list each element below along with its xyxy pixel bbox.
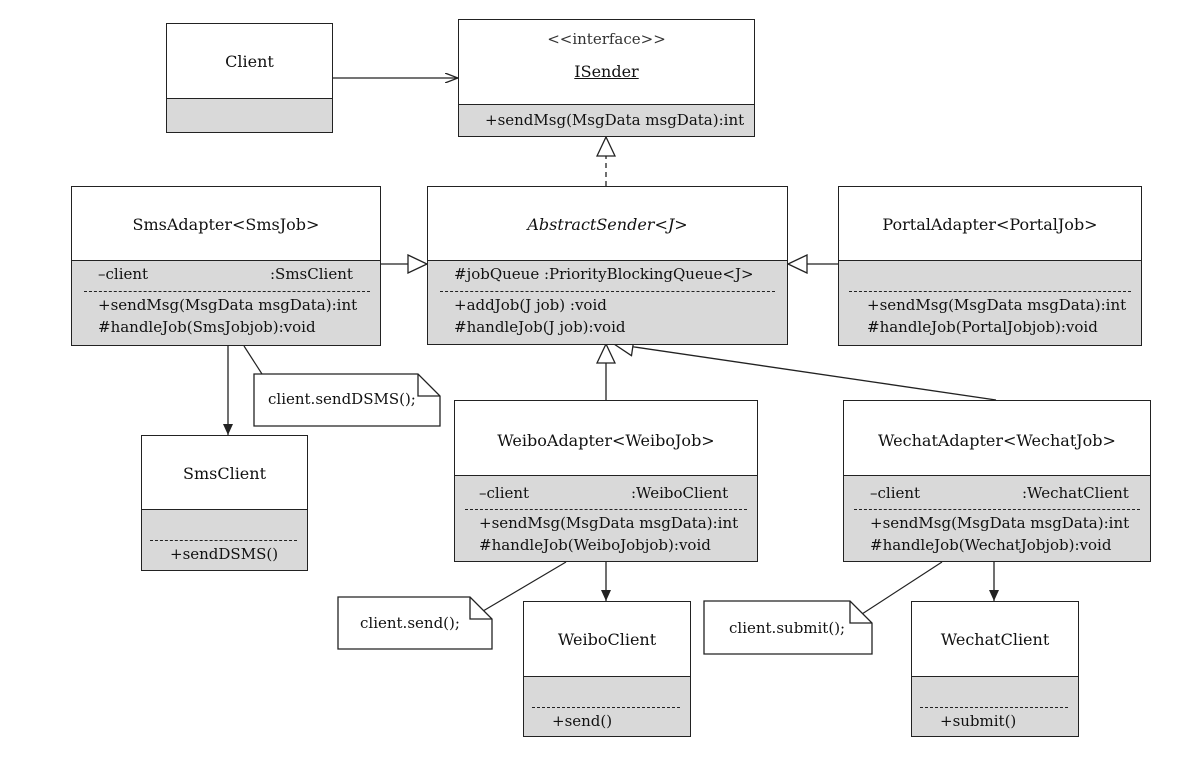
class-isender: <<interface>> ISender +sendMsg(MsgData m… bbox=[458, 19, 755, 137]
method: +sendDSMS() bbox=[170, 545, 279, 563]
method: #handleJob(SmsJobjob):void bbox=[98, 318, 316, 336]
field-type: :SmsClient bbox=[270, 265, 353, 283]
class-body-section bbox=[167, 98, 332, 132]
member-separator bbox=[465, 509, 747, 510]
field-type: :WeiboClient bbox=[631, 484, 729, 502]
member-section: #jobQueue :PriorityBlockingQueue<J> +add… bbox=[428, 260, 787, 344]
class-weibo-client: WeiboClient +send() bbox=[523, 601, 691, 737]
member-separator bbox=[440, 291, 775, 292]
field: #jobQueue :PriorityBlockingQueue<J> bbox=[454, 265, 754, 283]
class-name: AbstractSender<J> bbox=[527, 215, 688, 234]
weibo-note-anchor bbox=[477, 561, 567, 615]
weibo-note-shape bbox=[337, 596, 493, 650]
class-wechat-adapter: WechatAdapter<WechatJob> –client :Wechat… bbox=[843, 400, 1151, 562]
interface-stereotype: <<interface>> bbox=[547, 30, 666, 48]
sms-note-text: client.sendDSMS(); bbox=[268, 390, 416, 408]
method: +submit() bbox=[940, 712, 1017, 730]
member-separator bbox=[532, 707, 680, 708]
class-name: WechatAdapter<WechatJob> bbox=[878, 431, 1116, 450]
method: +sendMsg(MsgData msgData):int bbox=[479, 514, 739, 532]
method: +sendMsg(MsgData msgData):int bbox=[485, 111, 745, 129]
class-name: WeiboClient bbox=[557, 630, 657, 649]
field-type: :WechatClient bbox=[1022, 484, 1129, 502]
class-portal-adapter: PortalAdapter<PortalJob> +sendMsg(MsgDat… bbox=[838, 186, 1142, 346]
member-section: –client :WechatClient +sendMsg(MsgData m… bbox=[844, 475, 1150, 561]
wechat-note-anchor bbox=[861, 561, 943, 615]
wechatadapter-extends-abstractsender bbox=[614, 344, 997, 401]
class-name: Client bbox=[225, 52, 274, 71]
class-weibo-adapter: WeiboAdapter<WeiboJob> –client :WeiboCli… bbox=[454, 400, 758, 562]
sms-note-anchor bbox=[243, 345, 263, 375]
method: +sendMsg(MsgData msgData):int bbox=[98, 296, 358, 314]
class-sms-client: SmsClient +sendDSMS() bbox=[141, 435, 308, 571]
member-separator bbox=[920, 707, 1068, 708]
member-section: –client :WeiboClient +sendMsg(MsgData ms… bbox=[455, 475, 757, 561]
class-wechat-client: WechatClient +submit() bbox=[911, 601, 1079, 737]
field-name: –client bbox=[479, 484, 530, 502]
method: #handleJob(WechatJobjob):void bbox=[870, 536, 1112, 554]
class-client: Client bbox=[166, 23, 333, 133]
field-name: –client bbox=[98, 265, 149, 283]
method-section: +sendMsg(MsgData msgData):int bbox=[459, 104, 754, 136]
member-section: +submit() bbox=[912, 676, 1078, 736]
weibo-note-text: client.send(); bbox=[360, 614, 460, 632]
member-separator bbox=[854, 509, 1140, 510]
member-separator bbox=[849, 291, 1131, 292]
wechat-note-text: client.submit(); bbox=[729, 619, 846, 637]
class-name: WechatClient bbox=[940, 630, 1050, 649]
field-name: –client bbox=[870, 484, 921, 502]
class-name: ISender bbox=[574, 62, 639, 81]
class-sms-adapter: SmsAdapter<SmsJob> –client :SmsClient +s… bbox=[71, 186, 381, 346]
member-section: +send() bbox=[524, 676, 690, 736]
class-name: SmsAdapter<SmsJob> bbox=[132, 215, 320, 234]
class-abstract-sender: AbstractSender<J> #jobQueue :PriorityBlo… bbox=[427, 186, 788, 345]
method: +send() bbox=[552, 712, 613, 730]
class-name: SmsClient bbox=[182, 464, 267, 483]
member-separator bbox=[84, 291, 370, 292]
sms-note-shape bbox=[253, 373, 441, 427]
class-name: WeiboAdapter<WeiboJob> bbox=[497, 431, 715, 450]
method: +sendMsg(MsgData msgData):int bbox=[867, 296, 1127, 314]
member-section: –client :SmsClient +sendMsg(MsgData msgD… bbox=[72, 260, 380, 345]
method: #handleJob(J job):void bbox=[454, 318, 626, 336]
method: #handleJob(PortalJobjob):void bbox=[867, 318, 1098, 336]
member-separator bbox=[150, 540, 297, 541]
wechat-note-shape bbox=[703, 600, 873, 655]
member-section: +sendDSMS() bbox=[142, 509, 307, 570]
member-section: +sendMsg(MsgData msgData):int #handleJob… bbox=[839, 260, 1141, 345]
method: +sendMsg(MsgData msgData):int bbox=[870, 514, 1130, 532]
class-name: PortalAdapter<PortalJob> bbox=[882, 215, 1098, 234]
method: #handleJob(WeiboJobjob):void bbox=[479, 536, 711, 554]
method: +addJob(J job) :void bbox=[454, 296, 607, 314]
